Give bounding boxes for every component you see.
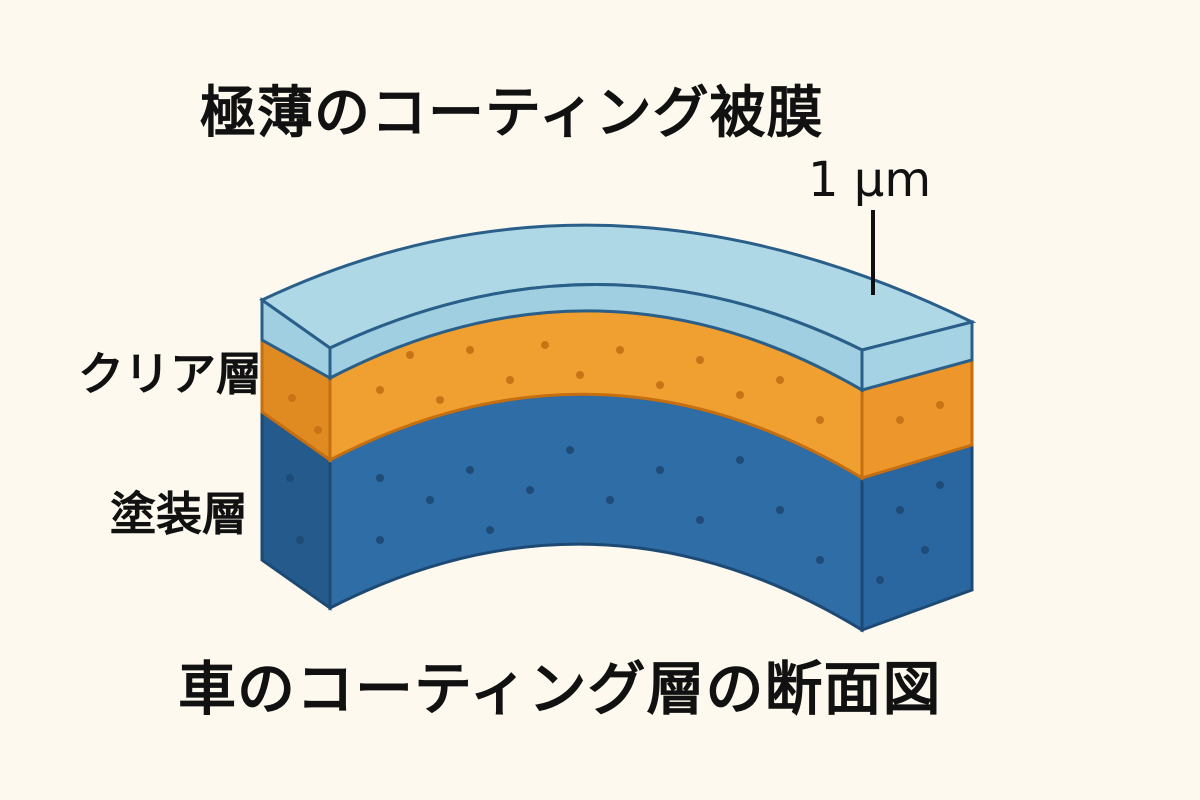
coating-layer-front-face: [328, 283, 864, 393]
thickness-label: 1 μm: [808, 152, 932, 208]
clear-layer-dots: [288, 341, 944, 434]
paint-layer-label: 塗装層: [110, 487, 248, 541]
clear-layer-label: クリア層: [78, 347, 262, 401]
paint-layer-dots: [286, 446, 944, 584]
diagram-caption: 車のコーティング層の断面図: [178, 655, 942, 723]
diagram-title: 極薄のコーティング被膜: [200, 81, 824, 146]
